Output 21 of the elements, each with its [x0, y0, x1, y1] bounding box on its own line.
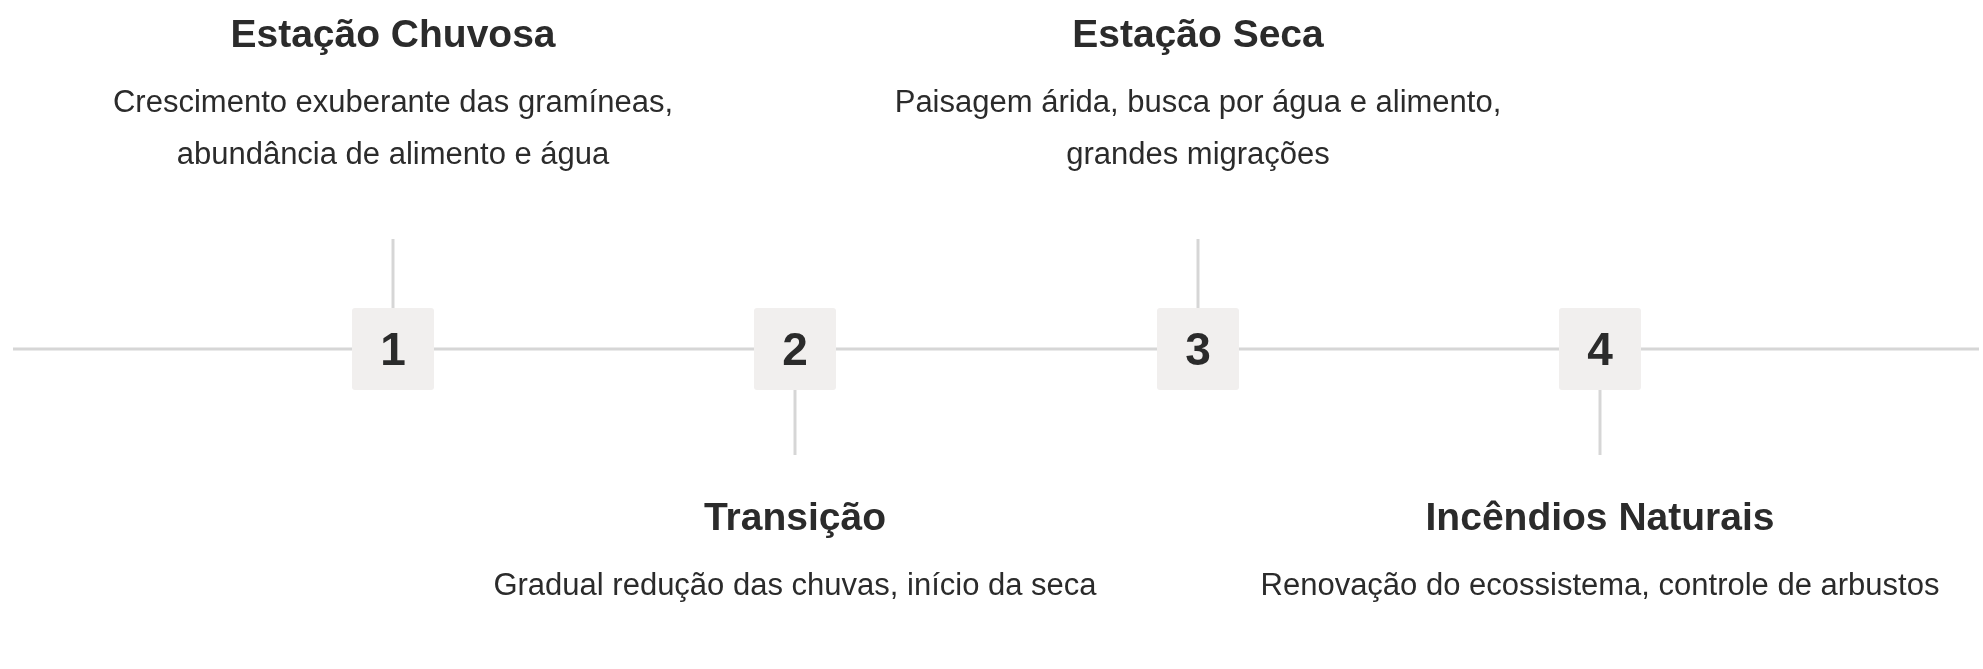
connector-line: [391, 239, 395, 308]
connector-line: [836, 347, 1157, 351]
step-number: 3: [1157, 308, 1239, 390]
step-title: Incêndios Naturais: [1425, 494, 1775, 540]
step-description: Crescimento exuberante das gramíneas, abundância de alimento e água: [112, 83, 674, 173]
connector-line: [1598, 390, 1602, 455]
connector-line: [13, 347, 352, 351]
step-title: Transição: [703, 494, 887, 540]
step-description: Paisagem árida, busca por água e alimento, grandes migrações: [893, 83, 1503, 173]
connector-line: [1239, 347, 1559, 351]
connector-line: [1196, 239, 1200, 308]
step-title: Estação Chuvosa: [230, 11, 556, 57]
step-title: Estação Seca: [1072, 11, 1324, 57]
step-number: 4: [1559, 308, 1641, 390]
connector-line: [793, 390, 797, 455]
step-description: Renovação do ecossistema, controle de arbustos: [1260, 566, 1940, 604]
connector-line: [1641, 347, 1979, 351]
step-description: Gradual redução das chuvas, início da seca: [493, 566, 1097, 604]
step-number: 1: [352, 308, 434, 390]
step-number: 2: [754, 308, 836, 390]
connector-line: [434, 347, 754, 351]
